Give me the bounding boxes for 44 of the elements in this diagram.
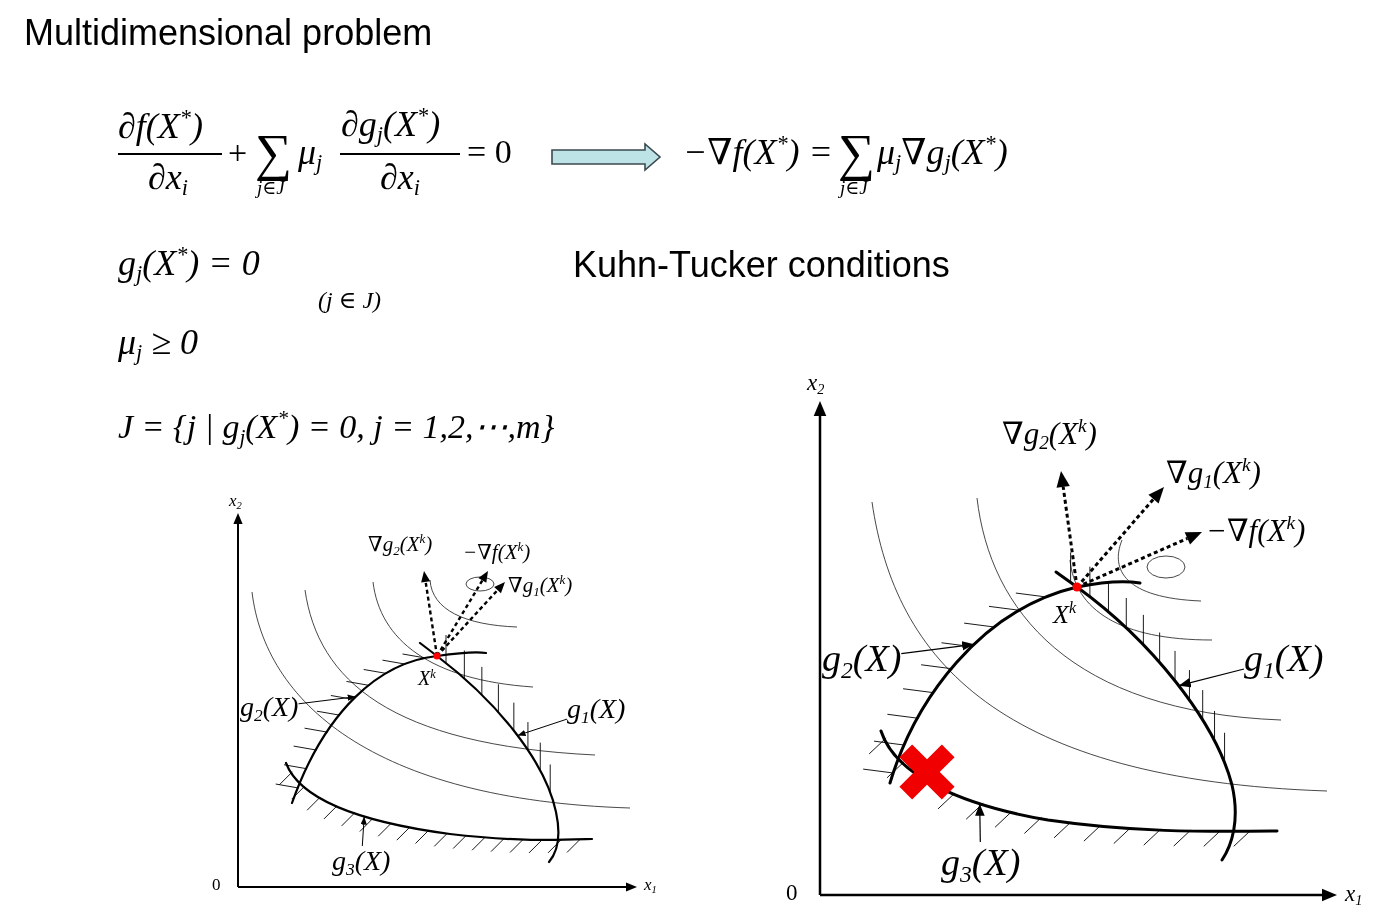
subtitle: Kuhn-Tucker conditions — [573, 245, 950, 285]
function-label: g$_{2}$(X) — [240, 692, 299, 723]
vector-label: ∇g$_{1}$(X$^{k}$) — [508, 574, 573, 598]
leader-line — [298, 694, 357, 705]
vector-label: ∇g$_{2}$(X$^{k}$) — [368, 533, 433, 557]
function-label: g$_{3}$(X) — [941, 842, 1021, 884]
constraint-curve — [1054, 552, 1237, 862]
formula-term: μ$_{j}$ — [298, 133, 323, 173]
axis-label: x$_{2}$ — [229, 492, 242, 511]
axis-label: x$_{2}$ — [807, 370, 825, 396]
point-label: X$^{k}$ — [1053, 601, 1077, 630]
constraint-curve — [868, 729, 1279, 847]
operator: + — [228, 134, 248, 172]
numerator: ∂g$_{j}$(X$^{*}$) — [341, 105, 441, 145]
function-label: g$_{2}$(X) — [822, 638, 902, 680]
constraint-curve — [418, 634, 560, 864]
point-label: X$^{k}$ — [418, 667, 436, 689]
function-label: g$_{3}$(X) — [332, 846, 391, 877]
vector-label: ∇g$_{2}$(X$^{k}$) — [1002, 417, 1097, 452]
formula: μ$_{j}$ ≥ 0 — [118, 323, 199, 363]
title: Multidimensional problem — [24, 13, 433, 53]
vector-label: −∇f(X$^{k}$) — [1206, 514, 1306, 549]
leader-line — [975, 803, 985, 843]
vector-label: −∇f(X$^{k}$) — [463, 541, 531, 565]
numerator: ∂f(X$^{*}$) — [118, 107, 203, 147]
leader-line — [1178, 668, 1245, 688]
block-arrow — [551, 142, 662, 172]
formula-term: −∇f(X$^{*}$) = — [683, 133, 833, 173]
formula: (j ∈ J) — [318, 287, 382, 314]
formula-term: = 0 — [467, 133, 512, 171]
leader-line — [517, 718, 568, 736]
leader-line — [900, 641, 975, 655]
axis-label: x$_{1}$ — [644, 876, 657, 895]
axis-label: x$_{1}$ — [1345, 881, 1363, 907]
formula-term: μ$_{j}$∇g$_{j}$(X$^{*}$) — [877, 133, 1008, 173]
function-label: g$_{1}$(X) — [567, 694, 626, 725]
origin-label: 0 — [212, 876, 221, 895]
leader-line — [360, 816, 367, 847]
origin-label: 0 — [786, 880, 798, 906]
vector-label: ∇g$_{1}$(X$^{k}$) — [1166, 456, 1261, 491]
denominator: ∂x$_{i}$ — [148, 158, 188, 198]
denominator: ∂x$_{i}$ — [380, 158, 420, 198]
function-label: g$_{1}$(X) — [1244, 638, 1324, 680]
formula: g$_{j}$(X$^{*}$) = 0 — [118, 244, 260, 284]
